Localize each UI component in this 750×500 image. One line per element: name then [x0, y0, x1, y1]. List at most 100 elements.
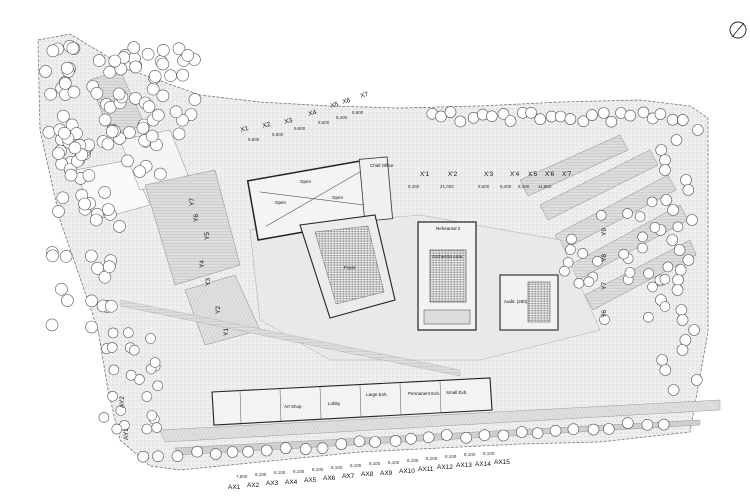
- dimension: 8,100: [464, 453, 475, 458]
- room-chief-office: Chief Office: [370, 164, 393, 169]
- tree-icon: [108, 391, 118, 401]
- tree-icon: [574, 278, 584, 288]
- dimension: 8,100: [350, 464, 361, 469]
- dimension: 8,100: [255, 473, 266, 478]
- tree-icon: [625, 268, 635, 278]
- tree-icon: [505, 116, 516, 127]
- tree-icon: [550, 425, 561, 436]
- grid-label-ax6: AX6: [323, 476, 335, 483]
- tree-icon: [93, 55, 105, 67]
- grid-label-ax14: AX14: [475, 462, 491, 469]
- grid-label-ax8: AX8: [361, 472, 373, 479]
- tree-icon: [516, 427, 527, 438]
- tree-icon: [674, 245, 685, 256]
- tree-icon: [99, 412, 109, 422]
- tree-icon: [146, 130, 158, 142]
- tree-icon: [157, 44, 169, 56]
- tree-icon: [644, 269, 654, 279]
- grid-label-ax11: AX11: [418, 467, 433, 474]
- tree-icon: [45, 88, 57, 100]
- tree-icon: [663, 262, 673, 272]
- tree-icon: [55, 283, 67, 295]
- tree-icon: [673, 222, 683, 232]
- tree-icon: [106, 126, 118, 138]
- tree-icon: [142, 392, 152, 402]
- room-large-exh: Large Exh.: [366, 393, 388, 398]
- tree-icon: [170, 106, 182, 118]
- grid-label-ax3: AX3: [266, 481, 278, 488]
- tree-icon: [638, 232, 648, 242]
- tree-icon: [676, 305, 687, 316]
- tree-icon: [560, 266, 570, 276]
- grid-label-ax7: AX7: [342, 474, 354, 481]
- dimension: 8,400: [518, 185, 529, 190]
- tree-icon: [147, 411, 157, 421]
- tree-icon: [57, 110, 69, 122]
- room-rehearsal: Rehearsal 2: [436, 227, 460, 232]
- dimension: 8,100: [293, 470, 304, 475]
- grid-label-y: Y6: [194, 214, 201, 222]
- tree-icon: [65, 169, 77, 181]
- dimension: 8,400: [408, 185, 419, 190]
- room-open: Open: [300, 180, 311, 185]
- tree-icon: [173, 128, 185, 140]
- tree-icon: [126, 370, 136, 380]
- tree-icon: [114, 220, 126, 232]
- tree-icon: [441, 430, 452, 441]
- tree-icon: [60, 250, 72, 262]
- grid-label-xp1: X'1: [420, 172, 429, 179]
- tree-icon: [146, 334, 156, 344]
- tree-icon: [675, 265, 686, 276]
- grid-label-ax1: AX1: [228, 485, 240, 492]
- tree-icon: [680, 335, 691, 346]
- tree-icon: [150, 358, 160, 368]
- tree-icon: [673, 275, 684, 286]
- dimension: 8,100: [407, 459, 418, 464]
- tree-icon: [261, 445, 272, 456]
- tree-icon: [91, 87, 103, 99]
- tree-icon: [128, 42, 140, 54]
- tree-icon: [660, 365, 671, 376]
- auditorium-seating: [528, 282, 550, 322]
- tree-icon: [677, 115, 688, 126]
- tree-icon: [588, 424, 599, 435]
- tree-icon: [57, 192, 69, 204]
- grid-label-y: Y7: [190, 198, 197, 206]
- dimension: 9,600: [272, 133, 283, 138]
- tree-icon: [445, 107, 456, 118]
- tree-icon: [587, 110, 598, 121]
- tree-icon: [83, 169, 95, 181]
- tree-icon: [532, 428, 543, 439]
- tree-icon: [660, 165, 671, 176]
- tree-icon: [660, 302, 670, 312]
- tree-icon: [687, 215, 698, 226]
- grid-label-ay1: AY1: [124, 428, 131, 440]
- dimension: 9,600: [478, 185, 489, 190]
- dimension: 8,100: [331, 466, 342, 471]
- tree-icon: [149, 70, 161, 82]
- room-foyer: Foyer: [344, 266, 356, 271]
- grid-label-y: Y5: [205, 232, 212, 240]
- room-permanent-exh: Permanent Exh.: [408, 392, 440, 397]
- room-small-exh: Small Exh.: [446, 391, 468, 396]
- tree-icon: [103, 261, 115, 273]
- grid-label-xp6: X'6: [545, 172, 554, 179]
- tree-icon: [584, 277, 594, 287]
- tree-icon: [660, 274, 670, 284]
- tree-icon: [113, 88, 125, 100]
- tree-icon: [69, 142, 81, 154]
- tree-icon: [668, 205, 679, 216]
- grid-label-xp2: X'2: [448, 172, 457, 179]
- tree-icon: [691, 375, 702, 386]
- dimension: 8,400: [336, 116, 347, 121]
- dimension: 8,100: [369, 462, 380, 467]
- tree-icon: [130, 61, 142, 73]
- tree-icon: [354, 436, 365, 447]
- tree-icon: [210, 449, 221, 460]
- tree-icon: [677, 345, 688, 356]
- tree-icon: [107, 342, 117, 352]
- grid-label-xp3: X'3: [484, 172, 493, 179]
- tree-icon: [336, 439, 347, 450]
- tree-icon: [568, 424, 579, 435]
- tree-icon: [40, 65, 52, 77]
